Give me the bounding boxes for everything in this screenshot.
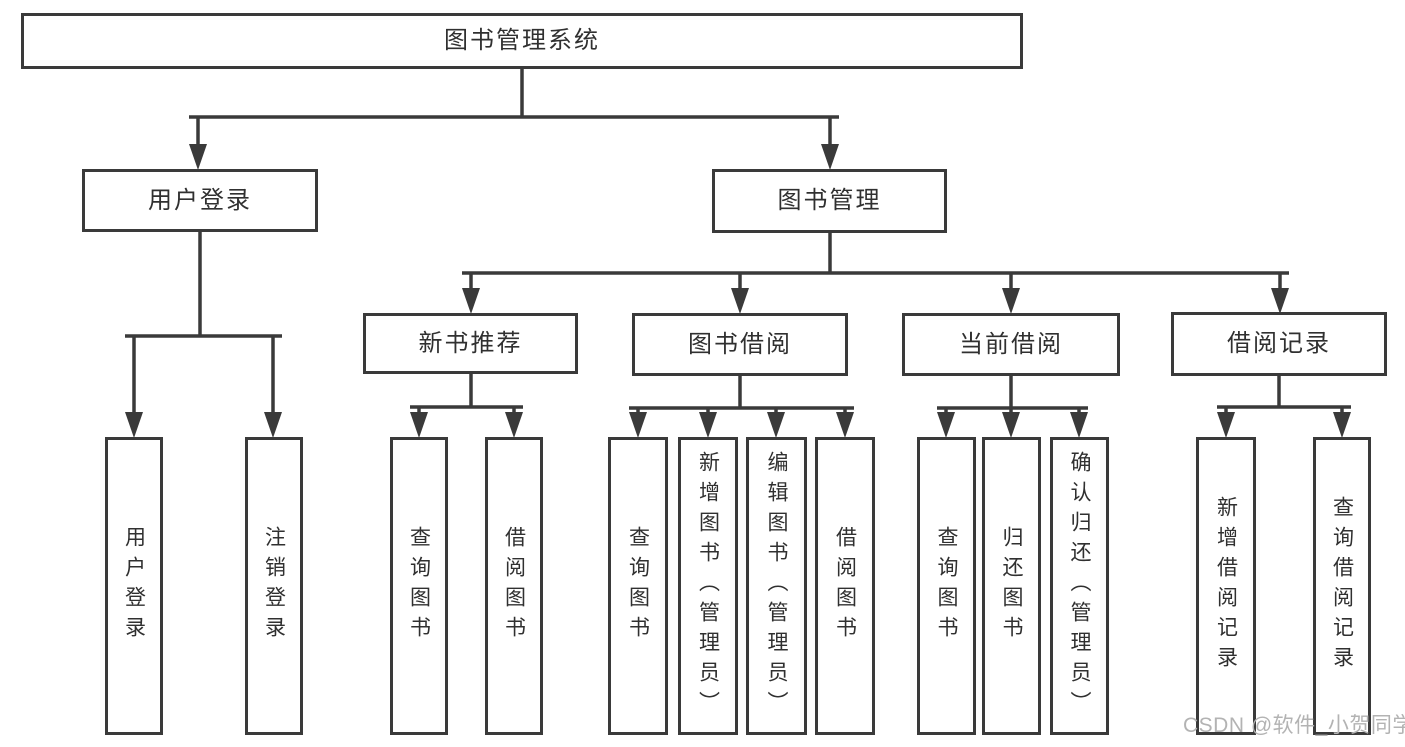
node-current-borrowing-label: 当前借阅 xyxy=(959,330,1063,358)
leaf-user-login: 用户登录 xyxy=(105,437,163,735)
leaf-edit-books-admin: 编辑图书（管理员） xyxy=(746,437,807,735)
leaf-user-login-label: 用户登录 xyxy=(122,526,146,646)
leaf-query-books-current-label: 查询图书 xyxy=(935,526,958,646)
leaf-query-borrow-record-label: 查询借阅记录 xyxy=(1330,496,1354,676)
leaf-query-books-current: 查询图书 xyxy=(917,437,976,735)
node-book-borrowing-label: 图书借阅 xyxy=(688,330,792,358)
leaf-return-books: 归还图书 xyxy=(982,437,1041,735)
node-new-book-recommend: 新书推荐 xyxy=(363,313,578,374)
node-current-borrowing: 当前借阅 xyxy=(902,313,1120,376)
leaf-query-books-recommend-label: 查询图书 xyxy=(407,526,431,646)
node-borrow-records-label: 借阅记录 xyxy=(1227,330,1331,357)
leaf-edit-books-admin-label: 编辑图书（管理员） xyxy=(765,451,788,721)
node-root-label: 图书管理系统 xyxy=(444,27,600,54)
node-new-book-recommend-label: 新书推荐 xyxy=(418,329,523,357)
node-book-management-label: 图书管理 xyxy=(777,187,882,214)
node-user-login-label: 用户登录 xyxy=(148,186,252,214)
leaf-logout: 注销登录 xyxy=(245,437,303,735)
leaf-add-books-admin-label: 新增图书（管理员） xyxy=(696,451,720,721)
watermark: CSDN @软件_小贺同学 xyxy=(1183,714,1405,737)
node-root: 图书管理系统 xyxy=(21,13,1023,69)
leaf-query-books-borrowing: 查询图书 xyxy=(608,437,668,735)
leaf-borrow-books-recommend: 借阅图书 xyxy=(485,437,543,735)
leaf-confirm-return-admin-label: 确认归还（管理员） xyxy=(1068,451,1091,721)
leaf-confirm-return-admin: 确认归还（管理员） xyxy=(1050,437,1109,735)
node-borrow-records: 借阅记录 xyxy=(1171,312,1387,376)
leaf-borrow-books: 借阅图书 xyxy=(815,437,875,735)
leaf-query-books-recommend: 查询图书 xyxy=(390,437,448,735)
node-book-borrowing: 图书借阅 xyxy=(632,313,848,376)
leaf-borrow-books-recommend-label: 借阅图书 xyxy=(502,526,526,646)
leaf-add-borrow-record: 新增借阅记录 xyxy=(1196,437,1256,735)
leaf-query-books-borrowing-label: 查询图书 xyxy=(626,526,650,646)
leaf-logout-label: 注销登录 xyxy=(262,526,286,646)
leaf-add-books-admin: 新增图书（管理员） xyxy=(678,437,738,735)
leaf-borrow-books-label: 借阅图书 xyxy=(833,526,857,646)
node-user-login: 用户登录 xyxy=(82,169,318,232)
node-book-management: 图书管理 xyxy=(712,169,947,233)
leaf-add-borrow-record-label: 新增借阅记录 xyxy=(1214,496,1238,676)
leaf-return-books-label: 归还图书 xyxy=(1000,526,1023,646)
leaf-query-borrow-record: 查询借阅记录 xyxy=(1313,437,1371,735)
